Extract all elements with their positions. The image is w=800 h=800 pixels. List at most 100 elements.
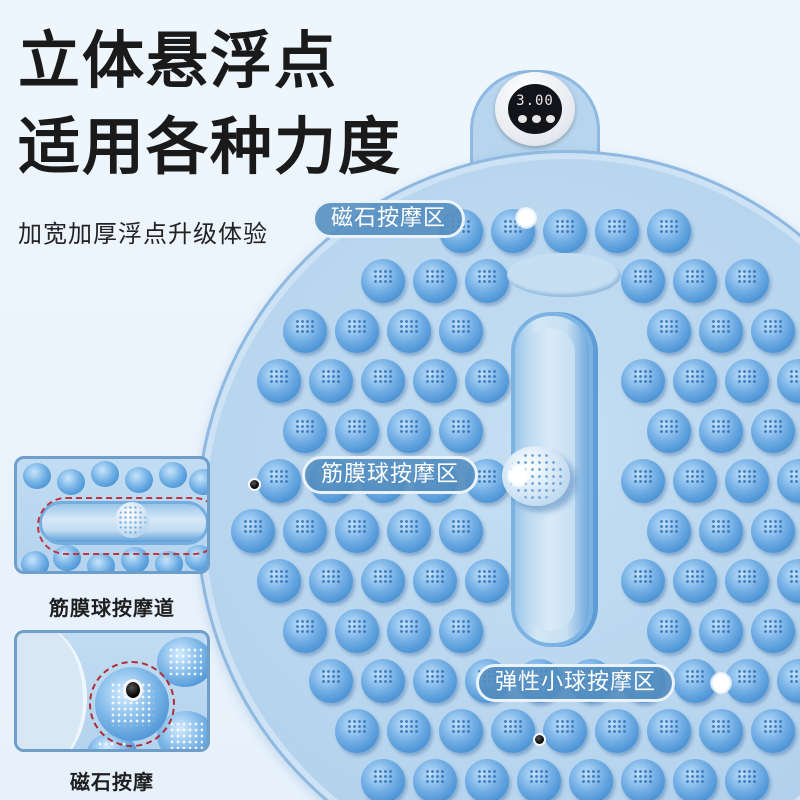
massage-bump [189, 469, 207, 495]
massage-bump [335, 709, 379, 753]
massage-bump [621, 559, 665, 603]
massage-bump [699, 409, 743, 453]
fascia-ball [502, 446, 570, 506]
massage-bump [725, 259, 769, 303]
massage-bump [57, 469, 85, 495]
massage-bump [621, 759, 665, 800]
massage-bump [647, 409, 691, 453]
massage-bump [439, 709, 483, 753]
massage-bump [309, 359, 353, 403]
massage-bump [335, 309, 379, 353]
massage-bump [465, 759, 509, 800]
dashed-highlight [89, 661, 175, 747]
timer-button-3 [546, 115, 555, 123]
massage-bump [309, 559, 353, 603]
massage-bump [283, 409, 327, 453]
massage-bump [413, 759, 457, 800]
massage-bump [647, 209, 691, 253]
massage-bump [257, 359, 301, 403]
callout-fascia-ball-zone: 筋膜球按摩区 [302, 456, 479, 494]
massage-bump [439, 609, 483, 653]
massage-bump [725, 559, 769, 603]
callout-anchor-dot [507, 465, 529, 487]
magnet-icon [533, 733, 546, 746]
massage-bump [647, 709, 691, 753]
massage-bump [159, 462, 187, 488]
magnet-icon [123, 679, 143, 701]
timer-button-1 [518, 115, 527, 123]
massage-bump [387, 509, 431, 553]
headline-line-1: 立体悬浮点 [18, 24, 339, 97]
massage-bump [283, 609, 327, 653]
massage-bump [673, 659, 717, 703]
massage-bump [699, 309, 743, 353]
massage-bump [647, 509, 691, 553]
massage-bump [283, 509, 327, 553]
massage-bump [595, 209, 639, 253]
massage-bump [621, 259, 665, 303]
callout-magnet-zone: 磁石按摩区 [312, 200, 466, 238]
massage-bump [569, 759, 613, 800]
oval-pad [507, 253, 621, 297]
massage-bump [361, 759, 405, 800]
massage-bump [699, 509, 743, 553]
massage-bump [439, 409, 483, 453]
massage-bump [361, 359, 405, 403]
timer-device: 3.00 [495, 72, 575, 146]
callout-anchor-dot [710, 672, 732, 694]
inset-caption-fascia-track: 筋膜球按摩道 [49, 596, 175, 620]
inset-caption-magnet: 磁石按摩 [70, 770, 154, 794]
massage-bump [465, 359, 509, 403]
headline-line-2: 适用各种力度 [18, 110, 403, 183]
timer-button-2 [532, 115, 541, 123]
massage-bump [231, 509, 275, 553]
massage-bump [751, 309, 795, 353]
massage-bump [751, 709, 795, 753]
timer-screen: 3.00 [508, 84, 562, 134]
massage-bump [595, 709, 639, 753]
massage-bump [387, 409, 431, 453]
mat-edge [17, 633, 87, 749]
massage-bump [413, 559, 457, 603]
massage-bump [777, 459, 800, 503]
massage-mat [196, 150, 800, 800]
massage-bump [387, 709, 431, 753]
massage-bump [621, 359, 665, 403]
massage-bump [699, 609, 743, 653]
massage-bump [413, 659, 457, 703]
massage-bump [673, 359, 717, 403]
massage-bump [725, 759, 769, 800]
massage-bump [699, 709, 743, 753]
massage-bump [91, 461, 119, 487]
massage-bump [335, 409, 379, 453]
massage-bump [777, 659, 800, 703]
massage-bump [465, 559, 509, 603]
massage-bump [465, 259, 509, 303]
massage-bump [23, 463, 51, 489]
massage-bump [673, 759, 717, 800]
bump [157, 637, 207, 687]
massage-bump [725, 459, 769, 503]
massage-bump [543, 209, 587, 253]
massage-bump [361, 559, 405, 603]
massage-bump [673, 259, 717, 303]
massage-bump [125, 467, 153, 493]
massage-bump [387, 609, 431, 653]
inset-magnet [14, 630, 210, 752]
massage-bump [777, 359, 800, 403]
massage-bump [673, 559, 717, 603]
callout-elastic-ball-zone: 弹性小球按摩区 [476, 664, 676, 702]
massage-bump [87, 553, 115, 571]
massage-bump [647, 609, 691, 653]
massage-bump [751, 609, 795, 653]
massage-bump [361, 259, 405, 303]
massage-bump [121, 547, 149, 571]
massage-bump [725, 659, 769, 703]
massage-bump [439, 509, 483, 553]
massage-bump [387, 309, 431, 353]
massage-bump [155, 551, 183, 571]
subtitle: 加宽加厚浮点升级体验 [18, 220, 268, 248]
inset-fascia-ball [115, 502, 149, 538]
massage-bump [361, 659, 405, 703]
massage-bump [543, 709, 587, 753]
